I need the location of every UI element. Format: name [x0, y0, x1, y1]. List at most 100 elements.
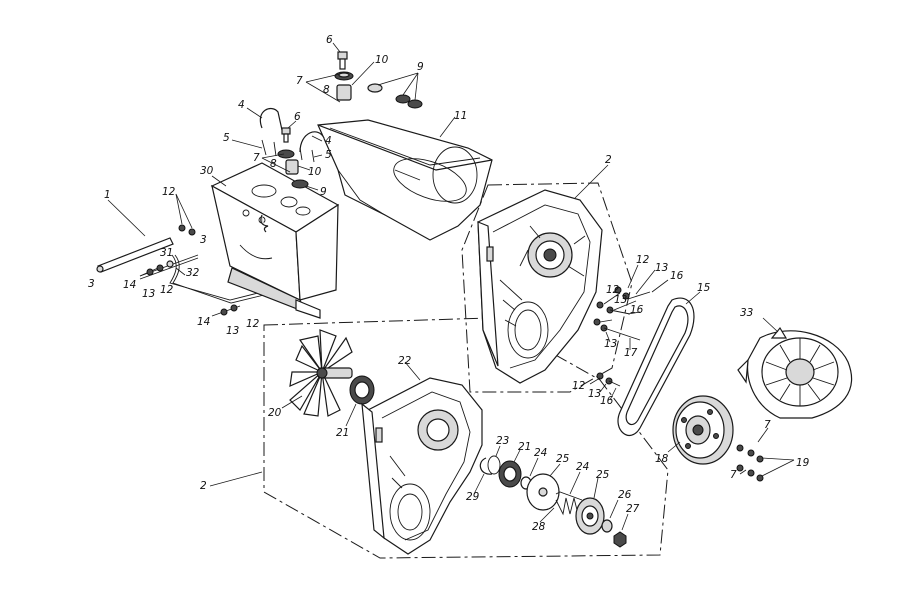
label-30: 30: [200, 165, 214, 177]
fasteners-left-upper: [175, 193, 196, 236]
part-23-ring: [487, 445, 501, 475]
label-19: 19: [796, 457, 810, 469]
label-31: 31: [160, 247, 173, 259]
part-15-belt: [617, 291, 701, 436]
label-29: 29: [466, 491, 480, 503]
label-13-right-a: 13: [614, 294, 627, 306]
label-4-right: 4: [325, 135, 332, 147]
part-1-shaft: [96, 199, 174, 273]
label-16-mid: 16: [630, 304, 644, 316]
label-13-right-top: 13: [655, 262, 668, 274]
label-12-right-low: 12: [572, 380, 586, 392]
label-2-upper: 2: [605, 154, 612, 166]
part-33-fan-cover: [737, 317, 853, 419]
callout-labels: 1 2 2 3 3 4 4 5 5 6 6 7 7 7 7 8 8 9 9 10…: [88, 34, 810, 533]
part-25-disk-b: [575, 477, 605, 535]
part-10-bushing-top: [336, 61, 375, 101]
label-12-left-mid: 12: [160, 284, 174, 296]
group-outline-lower-case: [263, 317, 669, 559]
part-8-washer-mid: [277, 149, 295, 159]
label-25-b: 25: [596, 469, 610, 481]
part-24-washer-b: [555, 471, 583, 501]
label-8-mid: 8: [270, 158, 277, 170]
part-32-link-rod: [169, 254, 265, 304]
part-8-washer-top: [334, 71, 354, 81]
label-21-left: 21: [336, 427, 349, 439]
part-29-snap-ring: [473, 457, 493, 495]
fasteners-upper-right: [589, 264, 669, 401]
label-22: 22: [398, 355, 412, 367]
part-2-upper-case: [477, 164, 609, 384]
label-12-right-mid: 12: [606, 284, 620, 296]
label-12-right-top: 12: [636, 254, 650, 266]
fasteners-left-lower: [211, 304, 241, 317]
label-10-mid: 10: [308, 166, 322, 178]
label-9-top: 9: [417, 61, 424, 73]
part-22-lower-case: [361, 361, 483, 555]
part-6-bolt-top: [332, 42, 348, 70]
label-14-left-mid: 14: [123, 279, 136, 291]
label-7-top: 7: [296, 75, 303, 87]
label-4-left: 4: [238, 99, 245, 111]
part-7-leaders-mid: [261, 153, 291, 173]
label-13-left-mid: 13: [142, 288, 155, 300]
label-2-lower: 2: [200, 480, 207, 492]
label-13-right-low: 13: [588, 388, 601, 400]
part-25-disk-a: [526, 463, 561, 511]
leader-part-2-lower: [209, 471, 263, 487]
label-9-mid: 9: [320, 186, 327, 198]
part-27-nut: [613, 513, 629, 548]
label-10-top: 10: [375, 54, 389, 66]
label-15: 15: [697, 282, 711, 294]
label-16-top: 16: [670, 270, 684, 282]
part-9-cap-mid: [291, 179, 319, 191]
label-1: 1: [104, 189, 111, 201]
part-11-upper-cover: [317, 116, 493, 241]
group-outline-upper-case: [461, 182, 633, 393]
fasteners-19: [736, 427, 795, 482]
part-26-washer: [601, 499, 619, 533]
label-26: 26: [618, 489, 632, 501]
label-32: 32: [186, 267, 200, 279]
label-5-right: 5: [325, 149, 332, 161]
part-28-spring: [539, 497, 579, 523]
label-6-mid: 6: [294, 111, 301, 123]
label-23: 23: [496, 435, 509, 447]
label-7-right-a: 7: [764, 419, 771, 431]
part-4-hose-left: [246, 107, 283, 131]
part-30-bracket-housing: [210, 162, 340, 319]
part-18-pulley: [667, 395, 734, 465]
label-7-right-b: 7: [730, 469, 737, 481]
part-9-caps: [367, 72, 423, 109]
label-12-left-low: 12: [246, 318, 260, 330]
label-6-top: 6: [326, 34, 333, 46]
label-3-bracket: 3: [200, 234, 207, 246]
label-33: 33: [740, 307, 753, 319]
part-5-pins: [231, 139, 323, 163]
label-24-a: 24: [534, 447, 547, 459]
label-3-left: 3: [88, 278, 95, 290]
label-14-left-low: 14: [197, 316, 210, 328]
label-25-a: 25: [556, 453, 570, 465]
part-4-hose-right: [299, 131, 325, 153]
label-7-mid: 7: [253, 152, 260, 164]
part-20-fan-impeller: [281, 329, 353, 417]
label-27: 27: [626, 503, 640, 515]
part-6-bolt-mid: [281, 120, 297, 143]
label-13-right-b: 13: [604, 338, 617, 350]
label-16-low: 16: [600, 395, 614, 407]
label-13-left-low: 13: [226, 325, 239, 337]
label-28: 28: [532, 521, 546, 533]
label-12-left-top: 12: [162, 186, 176, 198]
label-11: 11: [454, 110, 467, 122]
label-24-b: 24: [576, 461, 589, 473]
part-21-bearing-left: [345, 375, 375, 427]
label-17: 17: [624, 347, 638, 359]
label-21-right: 21: [518, 441, 531, 453]
label-20: 20: [268, 407, 282, 419]
part-21-bearing-right: [498, 449, 522, 488]
part-10-bushing-mid: [285, 159, 311, 175]
label-18: 18: [655, 453, 669, 465]
label-5-left: 5: [223, 132, 230, 144]
